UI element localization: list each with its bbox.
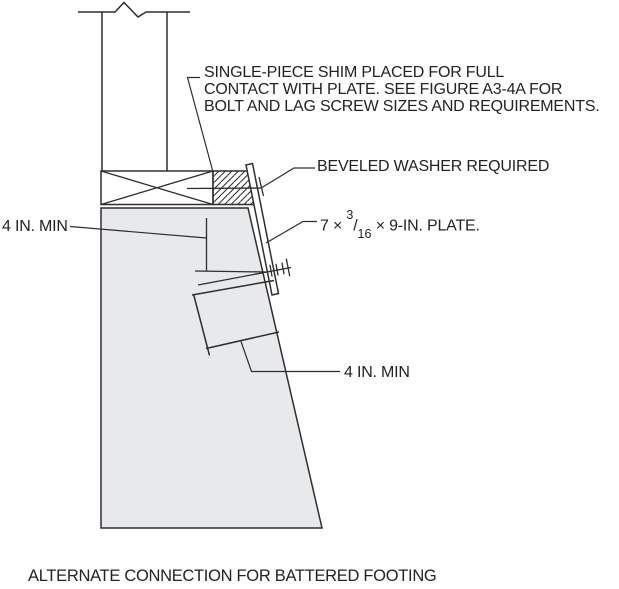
embedment-dimension-upper	[194, 218, 267, 273]
sill-plate	[100, 170, 214, 206]
plate-size-label: 7 × 3/16 × 9-IN. PLATE.	[320, 208, 480, 242]
dim-lower-label: 4 IN. MIN	[344, 364, 410, 381]
plate-fraction-slash: /	[353, 217, 358, 235]
beveled-washer-label: BEVELED WASHER REQUIRED	[317, 158, 550, 175]
plate-size-text: 7 ×	[320, 217, 347, 235]
beveled-washer-leader	[261, 167, 315, 189]
plate-label-leader	[265, 220, 317, 244]
steel-plate	[245, 162, 280, 296]
lag-screw	[197, 258, 292, 286]
shim-note-label: SINGLE-PIECE SHIM PLACED FOR FULL CONTAC…	[204, 64, 600, 115]
battered-footing	[100, 207, 323, 529]
figure-caption: ALTERNATE CONNECTION FOR BATTERED FOOTIN…	[28, 567, 437, 585]
plate-fraction-numerator: 3	[346, 208, 354, 222]
dim-upper-leader	[69, 225, 207, 239]
beveled-washer-tick	[258, 176, 265, 197]
plate-fraction-denominator: 16	[357, 227, 372, 242]
embedded-block	[191, 279, 280, 356]
shim-note-leader	[186, 76, 214, 173]
anchor-bolt	[186, 176, 265, 197]
break-symbol	[78, 1, 190, 18]
dim-upper-label: 4 IN. MIN	[2, 218, 68, 235]
plate-size-text-end: × 9-IN. PLATE.	[371, 217, 480, 235]
post	[78, 1, 190, 171]
dim-lower-leader	[240, 341, 340, 373]
